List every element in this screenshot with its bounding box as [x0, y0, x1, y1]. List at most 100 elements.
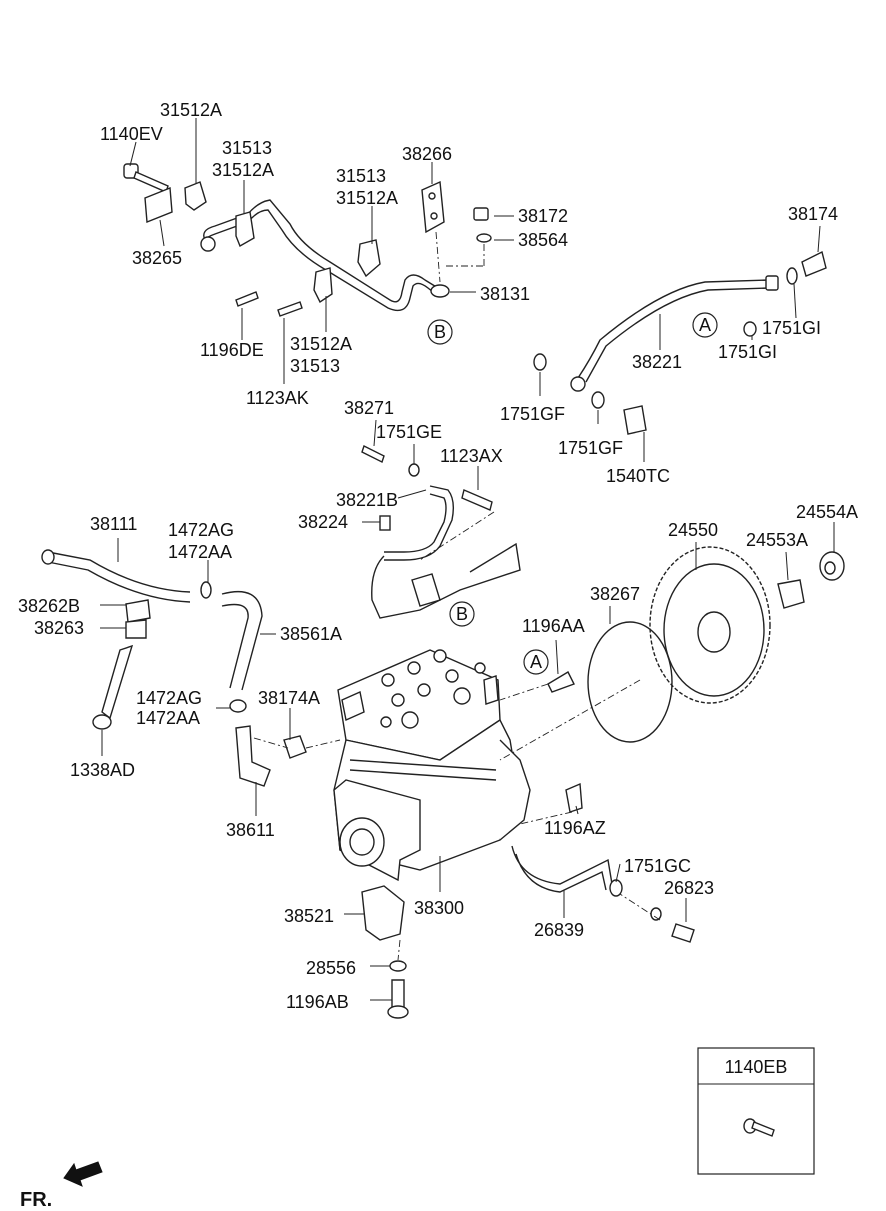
callout-24550: 24550: [668, 520, 718, 540]
o-ring-38267: [587, 621, 673, 743]
callout-28556: 28556: [306, 958, 356, 978]
callout-1123ax: 1123AX: [440, 446, 503, 466]
callout-38224: 38224: [298, 512, 348, 532]
upper-pipe-assembly: [123, 163, 492, 317]
bolt-1196aa: [547, 671, 575, 693]
bracket-38262b: [125, 599, 151, 623]
leader-lines: [100, 118, 835, 1001]
callout-31513: 31513: [222, 138, 272, 158]
bolt-1123ax: [461, 489, 493, 511]
reference-marker-a-top: A: [692, 312, 718, 338]
lock-washer-24553a: [777, 579, 805, 609]
callout-31512a: 31512A: [336, 188, 398, 208]
nut-1338ad: [92, 714, 112, 730]
callout-1196az: 1196AZ: [544, 818, 606, 838]
callout-31512a: 31512A: [212, 160, 274, 180]
pipe-38221b: [361, 445, 521, 619]
callout-38131: 38131: [480, 284, 530, 304]
callout-31512a: 31512A: [160, 100, 222, 120]
assembly-guide-lines: [253, 511, 661, 961]
air-compressor-38300: [333, 649, 531, 882]
callout-1196ab: 1196AB: [286, 992, 349, 1012]
callout-38174: 38174: [788, 204, 838, 224]
callout-38111: 38111: [90, 514, 137, 534]
callout-26839: 26839: [534, 920, 584, 940]
callout-1472aa: 1472AA: [136, 708, 200, 728]
callout-1751gi: 1751GI: [718, 342, 777, 362]
bracket-38265: [144, 186, 173, 224]
bolt-1196de: [235, 291, 259, 307]
support-rod: [101, 644, 134, 720]
callout-38521: 38521: [284, 906, 334, 926]
callout-38267: 38267: [590, 584, 640, 604]
callout-31512a: 31512A: [290, 334, 352, 354]
nut-24554a: [819, 551, 845, 581]
callout-1196de: 1196DE: [200, 340, 264, 360]
callout-1751gf: 1751GF: [500, 404, 565, 424]
callout-38174a: 38174A: [258, 688, 320, 708]
washer-28556: [389, 960, 407, 972]
callout-38262b: 38262B: [18, 596, 80, 616]
bolt-1140eb-icon: [743, 1118, 775, 1137]
reference-marker-a-mid: A: [523, 649, 549, 675]
plug-38172: [473, 207, 489, 221]
bolt-38174: [801, 250, 827, 277]
callout-1751ge: 1751GE: [376, 422, 442, 442]
cylinder-head-bolts: [380, 649, 486, 729]
intake-hose-group: [41, 549, 307, 787]
svg-text:B: B: [456, 604, 468, 624]
front-arrow-icon: [63, 1161, 103, 1187]
callout-31513: 31513: [290, 356, 340, 376]
callout-38221: 38221: [632, 352, 682, 372]
callout-38266: 38266: [402, 144, 452, 164]
bolt-1123ak: [277, 301, 303, 317]
callout-38263: 38263: [34, 618, 84, 638]
callout-1472ag: 1472AG: [136, 688, 202, 708]
callout-1472aa: 1472AA: [168, 542, 232, 562]
callout-31513: 31513: [336, 166, 386, 186]
bolt-1540tc: [623, 405, 647, 435]
washer-38131: [430, 284, 450, 298]
bolt-1140ev: [123, 163, 169, 193]
clamp-31512a-4: [313, 267, 333, 304]
callout-38561a: 38561A: [280, 624, 342, 644]
reference-marker-b-mid: B: [449, 601, 475, 627]
bolt-1196ab: [387, 979, 409, 1019]
front-direction-indicator: FR.: [20, 1161, 103, 1211]
drive-gear-24550: [649, 546, 771, 704]
callout-38271: 38271: [344, 398, 394, 418]
clamp-1472aa: [229, 699, 247, 713]
callout-1751gi: 1751GI: [762, 318, 821, 338]
callout-38611: 38611: [226, 820, 275, 840]
washer-38564: [476, 233, 492, 243]
clamp-31512a-3: [357, 239, 381, 278]
callout-1751gc: 1751GC: [624, 856, 691, 876]
part-callouts: 31512A 1140EV 31513 31512A 31513 31512A …: [18, 100, 858, 1012]
gasket-38174a: [283, 735, 307, 759]
discharge-pipe-38221: [533, 250, 827, 435]
bolt-26823: [671, 923, 695, 943]
clamp-1472ag: [200, 581, 212, 599]
front-label: FR.: [20, 1189, 52, 1211]
bolt-38224: [379, 515, 391, 531]
svg-text:A: A: [699, 315, 711, 335]
callout-1338ad: 1338AD: [70, 760, 135, 780]
pipe-26839: [511, 845, 695, 943]
clamp-31512a-2: [235, 211, 255, 248]
callout-38564: 38564: [518, 230, 568, 250]
callout-26823: 26823: [664, 878, 714, 898]
callout-1540tc: 1540TC: [606, 466, 670, 486]
bracket-38521: [361, 885, 405, 941]
callout-1196aa: 1196AA: [522, 616, 585, 636]
bracket-38266: [421, 180, 445, 234]
legend-box-1140eb: 1140EB: [697, 1047, 815, 1175]
callout-38221b: 38221B: [336, 490, 398, 510]
pipe-end-fitting: [200, 236, 216, 252]
bolt-1196az: [565, 782, 583, 813]
callout-1472ag: 1472AG: [168, 520, 234, 540]
callout-38300: 38300: [414, 898, 464, 918]
callout-24553a: 24553A: [746, 530, 808, 550]
clamp-31512a-1: [184, 181, 207, 211]
callout-38172: 38172: [518, 206, 568, 226]
